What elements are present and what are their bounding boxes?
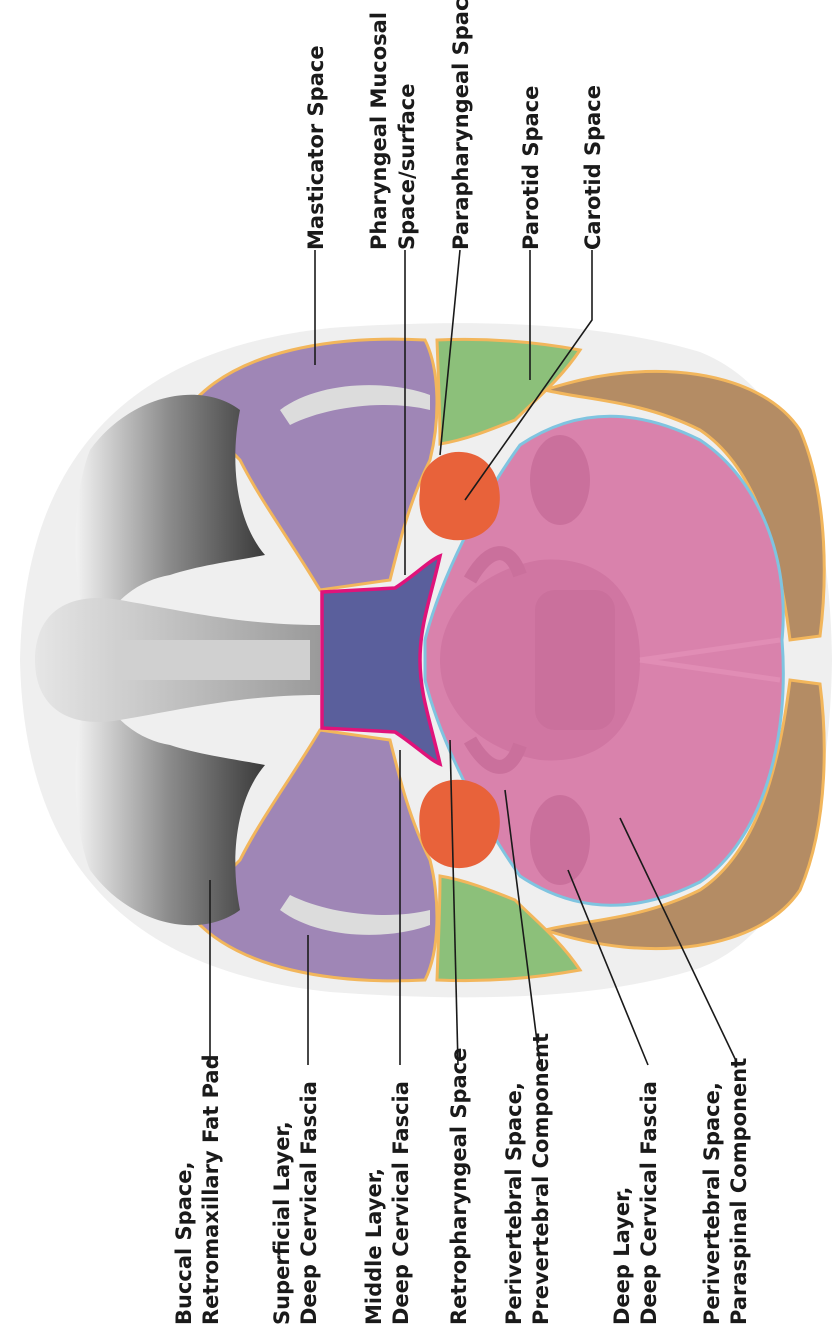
label-deep-layer-line2: Deep Cervical Fascia bbox=[637, 1081, 661, 1325]
label-buccal-space-line1: Buccal Space, bbox=[172, 1161, 196, 1325]
label-pharyngeal-mucosal-line1: Pharyngeal Mucosal bbox=[367, 12, 391, 250]
label-retropharyngeal-space: Retropharyngeal Space bbox=[447, 1048, 471, 1325]
carotid-space-upper bbox=[419, 452, 500, 540]
label-prevertebral-line1: Perivertebral Space, bbox=[502, 1082, 526, 1325]
label-paraspinal-line2: Paraspinal Component bbox=[727, 1058, 751, 1325]
label-parotid-space: Parotid Space bbox=[519, 86, 543, 250]
label-buccal-space-line2: Retromaxillary Fat Pad bbox=[199, 1054, 223, 1325]
carotid-space-lower bbox=[419, 780, 500, 868]
label-prevertebral-line2: Prevertebral Component bbox=[529, 1033, 553, 1325]
label-pharyngeal-mucosal-line2: Space/surface bbox=[395, 84, 419, 251]
label-superficial-layer-line2: Deep Cervical Fascia bbox=[297, 1081, 321, 1325]
label-carotid-space: Carotid Space bbox=[581, 85, 605, 250]
label-parapharyngeal-space: Parapharyngeal Space bbox=[449, 0, 473, 250]
label-middle-layer-line2: Deep Cervical Fascia bbox=[389, 1081, 413, 1325]
label-masticator-space: Masticator Space bbox=[304, 45, 328, 250]
label-paraspinal-line1: Perivertebral Space, bbox=[700, 1082, 724, 1325]
label-middle-layer-line1: Middle Layer, bbox=[362, 1168, 386, 1325]
label-deep-layer-line1: Deep Layer, bbox=[610, 1187, 634, 1325]
label-superficial-layer-line1: Superficial Layer, bbox=[270, 1121, 294, 1325]
